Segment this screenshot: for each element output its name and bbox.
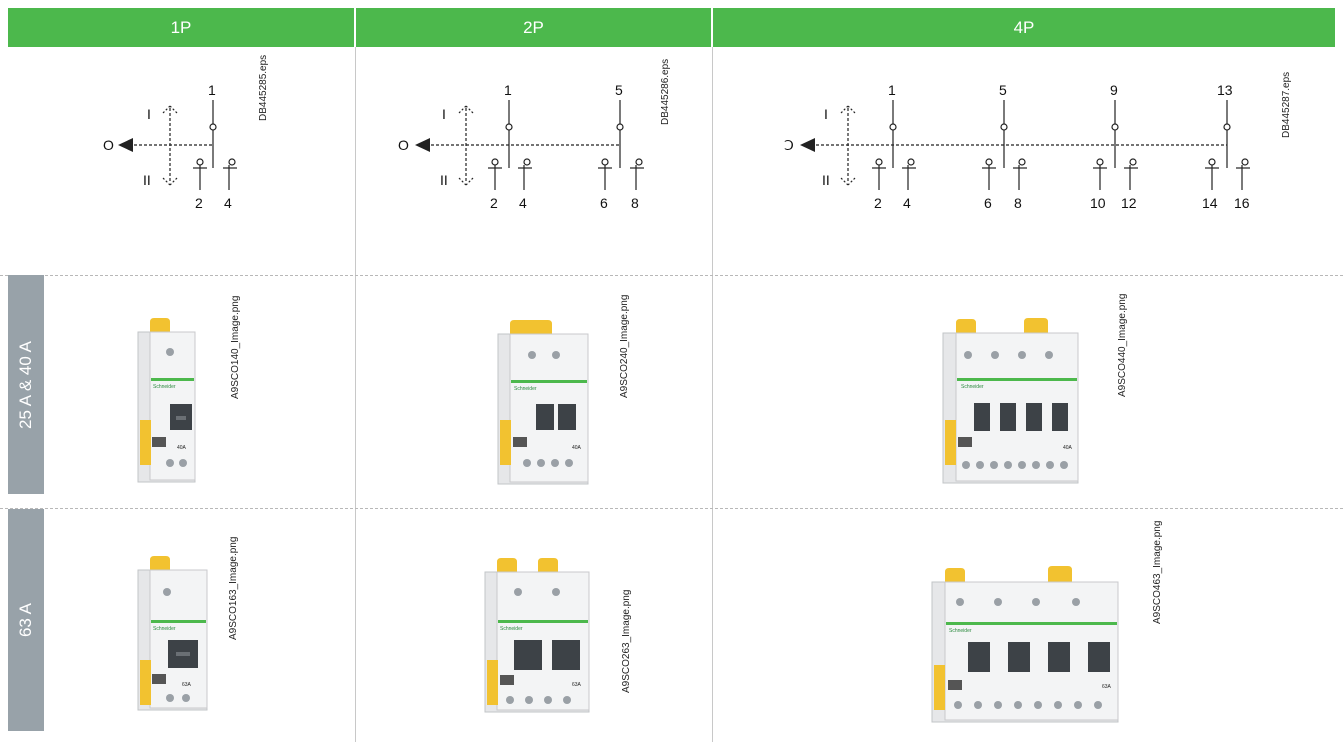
terminal-5: 5 bbox=[999, 82, 1007, 98]
terminal-12: 12 bbox=[1121, 195, 1137, 211]
rating-text: 40A bbox=[1063, 445, 1073, 451]
terminal-13: 13 bbox=[1217, 82, 1233, 98]
switch-diagrams: O I II 1 2 4 O I II 1 5 2 4 6 8 Ↄ I II 1… bbox=[103, 82, 1250, 211]
terminal-1: 1 bbox=[208, 82, 216, 98]
terminal-14: 14 bbox=[1202, 195, 1218, 211]
device-4p-40a: Schneider 40A bbox=[942, 318, 1079, 484]
rating-text: 63A bbox=[572, 682, 582, 688]
label-trip: II bbox=[822, 172, 830, 188]
label-trip: II bbox=[440, 172, 448, 188]
terminal-1: 1 bbox=[888, 82, 896, 98]
terminal-6: 6 bbox=[600, 195, 608, 211]
device-2p-40a: Schneider 40A bbox=[497, 320, 589, 485]
terminal-2: 2 bbox=[874, 195, 882, 211]
terminal-4: 4 bbox=[903, 195, 911, 211]
row-label-63a: 63 A bbox=[8, 509, 44, 731]
terminal-5: 5 bbox=[615, 82, 623, 98]
terminal-2: 2 bbox=[490, 195, 498, 211]
diagram-4p bbox=[800, 100, 1250, 190]
brand-text: Schneider bbox=[514, 386, 537, 392]
label-on: I bbox=[442, 106, 446, 122]
brand-text: Schneider bbox=[961, 384, 984, 390]
terminal-1: 1 bbox=[504, 82, 512, 98]
rating-text: 40A bbox=[572, 445, 582, 451]
device-4p-63a: Schneider 63A bbox=[931, 566, 1119, 723]
brand-text: Schneider bbox=[153, 626, 176, 632]
terminal-4: 4 bbox=[224, 195, 232, 211]
rating-text: 40A bbox=[177, 445, 187, 451]
terminal-10: 10 bbox=[1090, 195, 1106, 211]
label-trip: II bbox=[143, 172, 151, 188]
label-off: O bbox=[398, 137, 409, 153]
brand-text: Schneider bbox=[949, 628, 972, 634]
terminal-2: 2 bbox=[195, 195, 203, 211]
rating-text: 63A bbox=[1102, 684, 1112, 690]
terminal-9: 9 bbox=[1110, 82, 1118, 98]
row-divider bbox=[0, 275, 1343, 276]
label-off: O bbox=[103, 137, 114, 153]
label-on: I bbox=[824, 106, 828, 122]
rating-text: 63A bbox=[182, 682, 192, 688]
label-on: I bbox=[147, 106, 151, 122]
header-4p: 4P bbox=[713, 8, 1335, 47]
brand-text: Schneider bbox=[500, 626, 523, 632]
label-off: Ↄ bbox=[784, 137, 794, 153]
diagram-2p bbox=[415, 100, 644, 190]
diagram-1p bbox=[118, 100, 237, 190]
terminal-16: 16 bbox=[1234, 195, 1250, 211]
column-divider bbox=[712, 47, 713, 742]
terminal-8: 8 bbox=[631, 195, 639, 211]
device-2p-63a: Schneider 63A bbox=[484, 558, 590, 713]
terminal-4: 4 bbox=[519, 195, 527, 211]
device-1p-63a: Schneider 63A bbox=[137, 556, 208, 711]
row-divider bbox=[0, 508, 1343, 509]
device-1p-40a: Schneider 40A bbox=[137, 318, 196, 483]
brand-text: Schneider bbox=[153, 384, 176, 390]
header-2p: 2P bbox=[356, 8, 711, 47]
column-divider bbox=[355, 47, 356, 742]
header-1p: 1P bbox=[8, 8, 354, 47]
row-label-25-40a: 25 A & 40 A bbox=[8, 275, 44, 494]
terminal-8: 8 bbox=[1014, 195, 1022, 211]
terminal-6: 6 bbox=[984, 195, 992, 211]
